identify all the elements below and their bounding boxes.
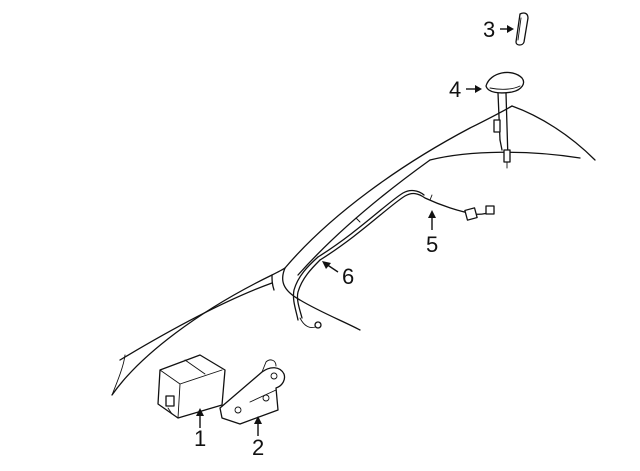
callout-4: 4 xyxy=(449,77,461,102)
callout-3: 3 xyxy=(483,17,495,42)
callout-1: 1 xyxy=(194,426,206,451)
callout-labels: 3 4 5 6 1 2 xyxy=(194,17,495,460)
callout-6: 6 xyxy=(342,264,354,289)
callout-arrows xyxy=(196,25,514,436)
control-module-icon xyxy=(157,354,226,419)
mounting-bracket-icon xyxy=(219,359,286,425)
pillar-cable-icon xyxy=(292,256,322,329)
callout-2: 2 xyxy=(252,435,264,460)
roof-cable-icon xyxy=(317,189,495,261)
vehicle-outline xyxy=(111,105,596,396)
antenna-base-icon xyxy=(485,71,525,169)
antenna-mast-icon xyxy=(515,12,529,46)
callout-5: 5 xyxy=(426,232,438,257)
